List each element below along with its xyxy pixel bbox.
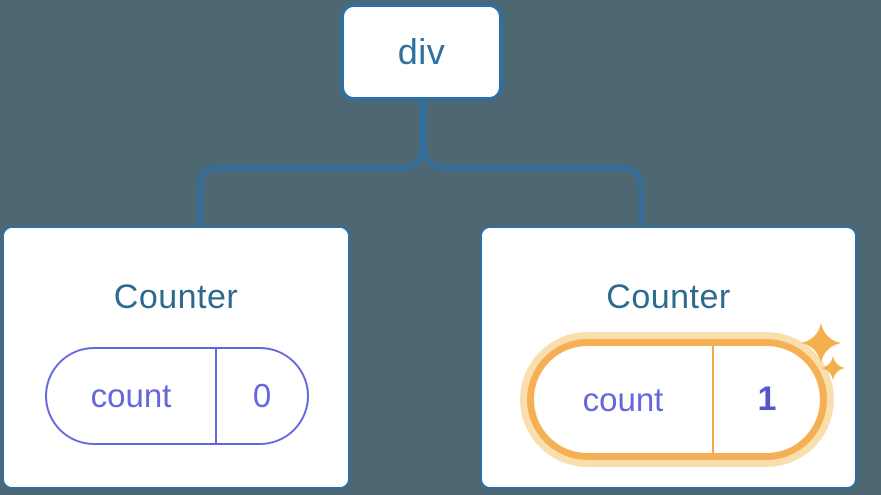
state-value-section: 1 [714,346,820,453]
state-value-label: 1 [757,380,777,418]
pill-divider [712,346,714,453]
counter-card-right: Counter count 1 [480,226,857,489]
counter-title: Counter [606,278,731,316]
state-value-label: 0 [252,377,272,414]
root-node-label: div [397,31,446,72]
pill-divider [215,349,217,443]
state-key-section: count [47,349,215,443]
root-node-div: div [340,3,503,101]
state-key-section: count [534,346,712,453]
state-pill-count-1: count 1 [527,339,827,460]
edge-root-to-left-counter [197,100,425,228]
edge-root-to-right-counter [421,100,644,228]
state-key-label: count [90,377,172,414]
state-pill-count-0: count 0 [45,347,309,445]
state-value-section: 0 [217,349,307,443]
state-key-label: count [582,380,664,418]
counter-title: Counter [113,278,239,316]
counter-card-left: Counter count 0 [2,226,350,489]
